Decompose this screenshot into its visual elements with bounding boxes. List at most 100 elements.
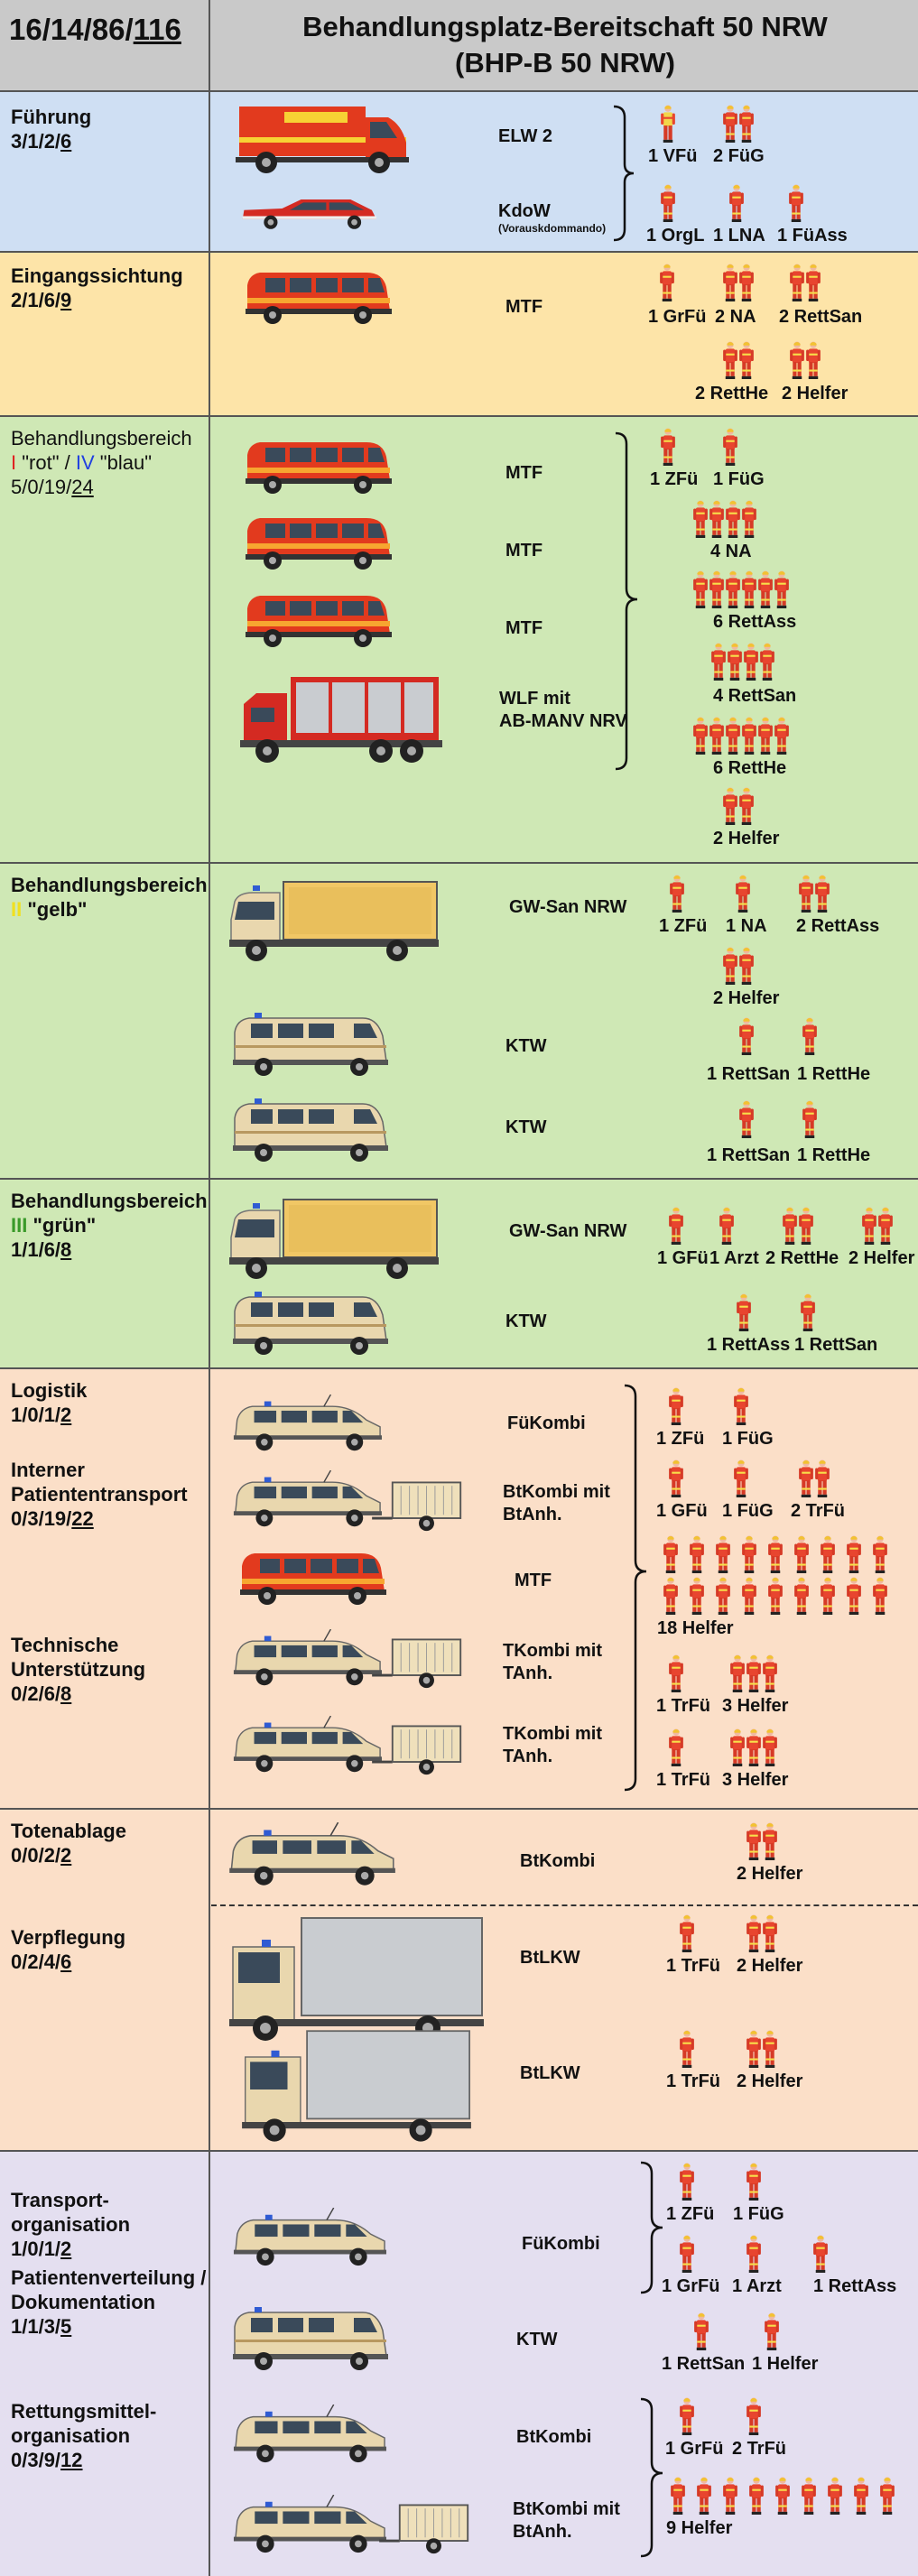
btlkw-vehicle (226, 2025, 487, 2146)
person-icon (722, 428, 738, 466)
code-prefix: 1/0/1/ (11, 1404, 61, 1426)
brace (615, 431, 638, 771)
person-icon (669, 875, 685, 913)
btkombi-vehicle (230, 2405, 388, 2466)
section-code: 1/1/3/5 (11, 2314, 206, 2339)
quote: "rot" / (16, 451, 76, 474)
section-title: Verpflegung (11, 1926, 126, 1949)
person-icon (798, 1207, 814, 1245)
person-icon (728, 184, 745, 222)
person-icon (746, 1914, 762, 1952)
person-icon (679, 1914, 695, 1952)
person-icon (709, 717, 725, 755)
vehicle-label: ELW 2 (498, 126, 553, 146)
person-icon (812, 2235, 829, 2273)
person-icon (679, 2030, 695, 2068)
vehicle-label: WLF mit (499, 689, 570, 709)
personnel-label: 4 RettSan (713, 686, 797, 706)
personnel-label: 1 TrFü (656, 1770, 711, 1790)
person-icon (820, 1577, 836, 1615)
person-icon (853, 2477, 869, 2515)
roman-yellow: II (11, 898, 23, 921)
section-title: organisation (11, 2213, 131, 2236)
personnel-label: 1 FüG (722, 1501, 774, 1521)
header-title: Behandlungsplatz-Bereitschaft 50 NRW (BH… (212, 9, 918, 81)
personnel-label: 2 RettHe (695, 384, 769, 403)
section-title: Technische (11, 1634, 119, 1656)
mtf-vehicle (235, 1546, 388, 1609)
code-total: 8 (60, 1238, 72, 1261)
person-icon (800, 1293, 816, 1331)
code-prefix: 1/1/6/ (11, 1238, 61, 1261)
vehicle-label: MTF (505, 297, 543, 317)
code-prefix: 0/0/2/ (11, 1844, 61, 1867)
personnel-label: 1 GFü (656, 1501, 708, 1521)
section-title: Dokumentation (11, 2291, 156, 2313)
code-prefix: 0/3/9/ (11, 2449, 61, 2471)
person-icon (827, 2477, 843, 2515)
personnel-label: 6 RettAss (713, 612, 797, 632)
mtf-vehicle (240, 435, 394, 498)
person-icon (798, 1459, 814, 1497)
header-title-line1: Behandlungsplatz-Bereitschaft 50 NRW (302, 11, 828, 42)
person-icon (725, 570, 741, 608)
person-icon (679, 2163, 695, 2201)
person-icon (814, 1459, 830, 1497)
code-total: 5 (60, 2315, 72, 2338)
section-code: 1/1/6/8 (11, 1237, 208, 1262)
person-icon (782, 1207, 798, 1245)
section-code: 2/1/6/9 (11, 288, 183, 312)
personnel-label: 1 OrgL (646, 226, 705, 246)
person-icon (722, 105, 738, 143)
personnel-label: 1 RettHe (797, 1064, 871, 1084)
section-title: Interner (11, 1459, 85, 1481)
personnel-label: 1 RettSan (794, 1335, 878, 1355)
person-icon (663, 1535, 679, 1573)
personnel-label: 1 GrFü (665, 2439, 724, 2459)
person-icon (805, 264, 821, 301)
person-icon (679, 2397, 695, 2435)
vehicle-note: (Vorauskdommando) (498, 222, 607, 235)
vehicle-label: BtAnh. (503, 1505, 562, 1524)
section-code: 0/3/9/12 (11, 2448, 156, 2472)
section-code: 0/2/4/6 (11, 1950, 125, 1974)
section-title: Transport- (11, 2189, 109, 2211)
vehicle-label: MTF (505, 463, 543, 483)
section-code: 1/0/1/2 (11, 2237, 130, 2261)
person-icon (660, 184, 676, 222)
code-total: 8 (60, 1682, 72, 1705)
code-prefix: 5/0/19/ (11, 476, 72, 498)
vehicle-label: GW-San NRW (509, 1221, 627, 1241)
person-icon (748, 2477, 765, 2515)
personnel-label: 1 ZFü (650, 469, 699, 489)
trailer (372, 1631, 466, 1691)
person-icon (738, 947, 755, 985)
person-icon (746, 1654, 762, 1692)
vehicle-label: FüKombi (522, 2234, 600, 2254)
person-icon (762, 1914, 778, 1952)
header-code-prefix: 16/14/86/ (9, 13, 134, 46)
code-prefix: 0/2/4/ (11, 1951, 61, 1973)
trailer (372, 1474, 466, 1534)
quote: "grün" (27, 1214, 97, 1237)
person-icon (668, 1654, 684, 1692)
personnel-label: 2 Helfer (713, 829, 780, 848)
code-total: 6 (60, 1951, 72, 1973)
personnel-label: 1 LNA (713, 226, 765, 246)
personnel-label: 1 Arzt (709, 1248, 759, 1268)
person-icon (741, 500, 757, 538)
person-icon (709, 500, 725, 538)
section-title: Patientenverteilung / (11, 2266, 207, 2289)
section-code: 1/0/1/2 (11, 1403, 87, 1427)
person-icon (660, 428, 676, 466)
personnel-label: 2 TrFü (732, 2439, 787, 2459)
code-prefix: 0/2/6/ (11, 1682, 61, 1705)
vehicle-label: BtAnh. (513, 2522, 572, 2542)
